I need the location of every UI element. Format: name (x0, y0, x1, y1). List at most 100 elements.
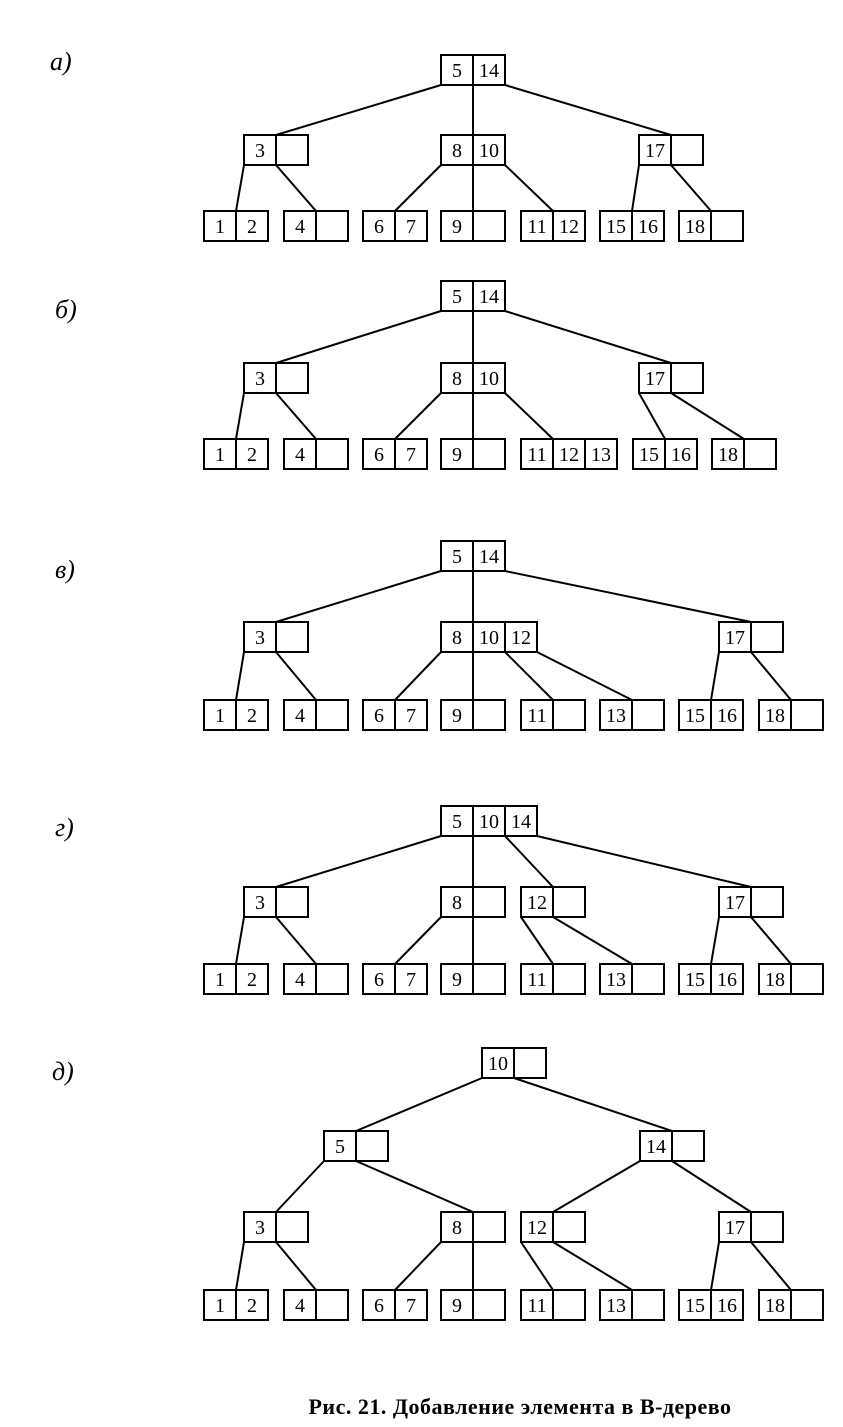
tree-node: 12 (520, 886, 586, 918)
node-key: 5 (452, 60, 462, 82)
key-slot (710, 963, 744, 995)
key-slot (203, 1289, 237, 1321)
tree-edges (235, 84, 712, 212)
key-slot (394, 438, 428, 470)
tree-node: 17 (718, 886, 784, 918)
key-slot (440, 886, 474, 918)
key-slot (243, 886, 277, 918)
tree-edge (670, 164, 712, 212)
node-key: 2 (247, 1295, 257, 1317)
node-key: 13 (606, 969, 626, 991)
key-slot (362, 1289, 396, 1321)
key-slot (275, 886, 309, 918)
panel-label: б) (55, 295, 77, 324)
tree-edges (235, 570, 792, 701)
key-slot (664, 438, 698, 470)
key-slot (283, 963, 317, 995)
figure-caption: Рис. 21. Добавление элемента в B-дерево (308, 1394, 732, 1419)
key-slot (552, 1289, 586, 1321)
node-key: 6 (374, 969, 384, 991)
node-key: 3 (255, 892, 265, 914)
tree-node: 11 (520, 1289, 586, 1321)
node-key: 3 (255, 368, 265, 390)
key-slot (552, 438, 586, 470)
key-slot (315, 963, 349, 995)
key-slot (750, 886, 784, 918)
node-key: 15 (685, 969, 705, 991)
node-key: 9 (452, 705, 462, 727)
key-slot (235, 210, 269, 242)
node-key: 14 (511, 811, 531, 833)
tree-edge (631, 164, 640, 212)
node-key: 16 (638, 216, 658, 238)
key-slot (203, 210, 237, 242)
key-slot (504, 805, 538, 837)
tree-edges (235, 1077, 792, 1291)
node-key: 15 (685, 705, 705, 727)
node-key: 12 (559, 444, 579, 466)
tree-node: 13 (599, 699, 665, 731)
tree-edge (552, 916, 633, 965)
tree-node: 12 (520, 1211, 586, 1243)
key-slot (670, 134, 704, 166)
tree-edges (235, 310, 745, 440)
tree-node: 5 (323, 1130, 389, 1162)
node-key: 14 (479, 286, 499, 308)
node-key: 9 (452, 1295, 462, 1317)
key-slot (504, 621, 538, 653)
key-slot (631, 1289, 665, 1321)
tree-edge (638, 392, 666, 440)
tree-edge (235, 1241, 245, 1291)
node-key: 10 (479, 368, 499, 390)
node-key: 9 (452, 969, 462, 991)
tree-edge (275, 835, 442, 888)
key-slot (678, 963, 712, 995)
key-slot (203, 963, 237, 995)
node-key: 4 (295, 705, 305, 727)
node-key: 11 (527, 969, 546, 991)
panel-label: г) (55, 813, 74, 842)
node-key: 7 (406, 969, 416, 991)
key-slot (472, 699, 506, 731)
tree-node: 18 (758, 1289, 824, 1321)
tree-node: 11 (520, 699, 586, 731)
key-slot (355, 1130, 389, 1162)
key-slot (315, 210, 349, 242)
tree-node: 10 (481, 1047, 547, 1079)
tree-edge (394, 916, 442, 965)
tree-node: 9 (440, 210, 506, 242)
node-key: 8 (452, 627, 462, 649)
tree-edge (394, 651, 442, 701)
tree-edge (394, 1241, 442, 1291)
node-key: 2 (247, 444, 257, 466)
node-key: 1 (215, 1295, 225, 1317)
key-slot (394, 1289, 428, 1321)
key-slot (315, 438, 349, 470)
tree-edge (710, 651, 720, 701)
tree-node: 13 (599, 1289, 665, 1321)
node-key: 4 (295, 1295, 305, 1317)
node-key: 16 (717, 705, 737, 727)
tree-edge (552, 1160, 641, 1213)
node-key: 4 (295, 969, 305, 991)
key-slot (584, 438, 618, 470)
tree-edge (275, 1241, 317, 1291)
key-slot (440, 134, 474, 166)
key-slot (599, 963, 633, 995)
node-key: 17 (645, 140, 665, 162)
key-slot (440, 621, 474, 653)
key-slot (440, 805, 474, 837)
tree-node: 18 (758, 963, 824, 995)
tree-edge (750, 916, 792, 965)
node-key: 11 (527, 705, 546, 727)
key-slot (472, 805, 506, 837)
